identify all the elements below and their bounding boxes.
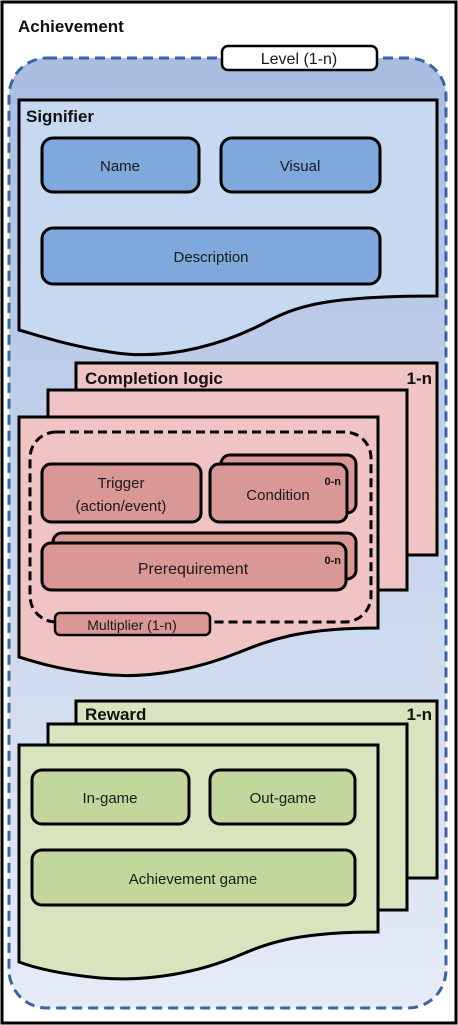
trigger-label-line2: (action/event): [76, 498, 167, 515]
name-box: [40, 136, 201, 194]
reward-multiplicity: 1-n: [407, 705, 433, 724]
achievement-game-label: Achievement game: [129, 871, 257, 888]
visual-box: [219, 136, 382, 194]
trigger-box: [40, 462, 203, 524]
condition-label: Condition: [246, 487, 309, 504]
condition-multiplicity: 0-n: [325, 476, 342, 488]
signifier-title: Signifier: [26, 107, 94, 126]
signifier-section: Signifier Name Visual Description: [17, 98, 439, 357]
description-box: [40, 226, 382, 286]
completion-multiplicity: 1-n: [407, 369, 433, 388]
in-game-box: [30, 768, 191, 826]
condition-box: [208, 462, 349, 524]
description-label: Description: [173, 249, 248, 266]
out-game-label: Out-game: [250, 790, 317, 807]
out-game-box: [208, 768, 357, 826]
level-label: Level (1-n): [261, 51, 337, 68]
multiplier-box: [53, 611, 212, 637]
prerequirement-box: [40, 541, 348, 592]
achievement-game-box: [30, 848, 357, 907]
reward-title: Reward: [85, 705, 146, 724]
name-label: Name: [100, 158, 140, 175]
prerequirement-multiplicity: 0-n: [325, 555, 342, 567]
achievement-title: Achievement: [18, 17, 124, 36]
completion-title: Completion logic: [85, 369, 223, 388]
in-game-label: In-game: [82, 790, 137, 807]
trigger-label-line1: Trigger: [98, 475, 145, 492]
reward-section: Reward 1-n In-game Out-game Achievement …: [17, 699, 439, 981]
multiplier-label: Multiplier (1-n): [87, 617, 176, 633]
level-label-box: [220, 44, 379, 72]
prerequirement-label: Prerequirement: [138, 561, 249, 578]
visual-label: Visual: [280, 158, 321, 175]
completion-logic-section: Completion logic 1-n Trigger (action/eve…: [17, 361, 439, 678]
